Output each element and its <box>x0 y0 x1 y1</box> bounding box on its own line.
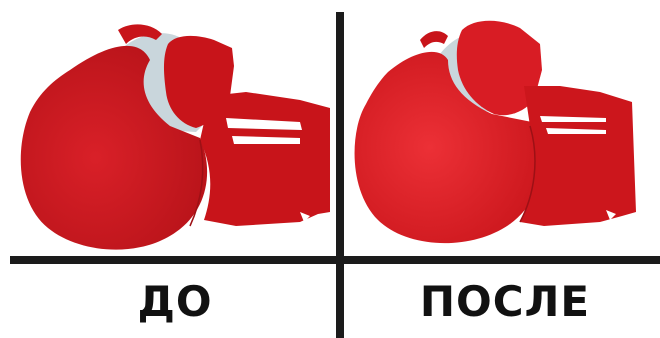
before-tissue-extension <box>200 92 330 226</box>
after-label: ПОСЛЕ <box>350 270 660 332</box>
before-anatomy-illustration <box>0 0 336 258</box>
after-tissue-crest <box>420 31 448 48</box>
after-tissue-extension <box>520 86 636 226</box>
vertical-divider <box>336 12 344 338</box>
after-anatomy-illustration <box>344 0 660 258</box>
before-label: ДО <box>20 270 330 332</box>
after-image <box>344 0 660 258</box>
horizontal-divider <box>10 256 660 264</box>
before-image <box>0 0 336 258</box>
